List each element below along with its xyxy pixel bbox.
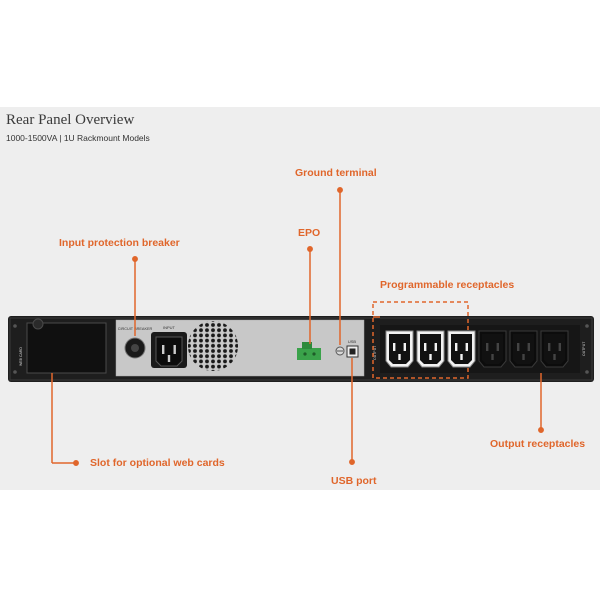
callout-lines	[51, 187, 544, 466]
input-protection-breaker-callout: Input protection breaker	[59, 237, 180, 249]
web-card-slot: WEB CARD	[19, 318, 107, 374]
web-card-slot-callout: Slot for optional web cards	[90, 457, 225, 469]
cooling-vent	[188, 321, 238, 371]
usb-port-callout: USB port	[331, 475, 377, 487]
programmable-receptacle	[385, 330, 414, 368]
ground-terminal-callout: Ground terminal	[295, 167, 377, 179]
output-receptacle	[509, 330, 538, 368]
output-receptacle	[478, 330, 507, 368]
diagram-background	[0, 107, 600, 490]
programmable-receptacle	[416, 330, 445, 368]
output-receptacle	[540, 330, 569, 368]
input-power-inlet	[151, 332, 187, 368]
input-label: INPUT	[163, 325, 176, 330]
output-receptacles-callout: Output receptacles	[490, 438, 586, 450]
programmable-receptacle	[447, 330, 476, 368]
svg-text:OUTPUT: OUTPUT	[373, 345, 377, 360]
svg-text:WEB CARD: WEB CARD	[19, 347, 23, 366]
page-subtitle: 1000-1500VA | 1U Rackmount Models	[6, 133, 150, 143]
page-title: Rear Panel Overview	[6, 112, 135, 128]
circuit-breaker	[124, 337, 146, 359]
usb-label: USB	[348, 339, 357, 344]
epo-connector	[297, 342, 321, 360]
ground-terminal	[335, 346, 345, 356]
svg-text:OUTPUT: OUTPUT	[582, 341, 586, 356]
programmable-receptacles-callout: Programmable receptacles	[380, 279, 515, 291]
epo-callout: EPO	[298, 227, 321, 239]
usb-port	[346, 345, 359, 358]
